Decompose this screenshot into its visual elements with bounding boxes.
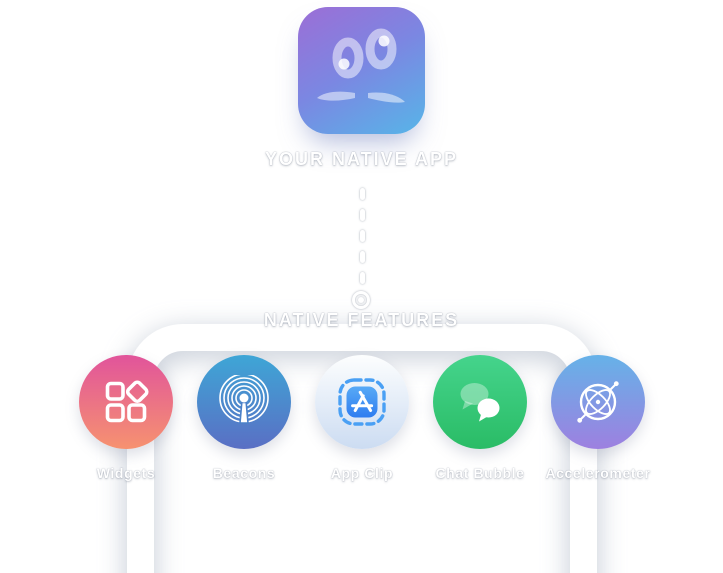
feature-label-accelerometer: Accelerometer (545, 465, 651, 481)
feature-label-chat-bubble: Chat Bubble (435, 465, 525, 481)
widgets-icon (79, 355, 173, 449)
feature-accelerometer: Accelerometer (545, 355, 650, 505)
owl-face-graphic (317, 28, 405, 103)
feature-chat-bubble: Chat Bubble (433, 355, 527, 505)
connector-ring-icon (352, 291, 370, 309)
feature-app-clip: App Clip (315, 355, 409, 505)
feature-label-app-clip: App Clip (330, 465, 394, 481)
beacon-icon (197, 355, 291, 449)
dashed-connector-line (359, 188, 365, 284)
app-clip-glyph (338, 378, 386, 426)
feature-widgets: Widgets (79, 355, 173, 505)
feature-label-widgets: Widgets (96, 465, 156, 481)
features-heading: NATIVE FEATURES (263, 310, 460, 330)
chat-bubbles-icon (433, 355, 527, 449)
feature-label-beacons: Beacons (212, 465, 276, 481)
feature-beacons: Beacons (197, 355, 291, 505)
widgets-glyph (105, 380, 149, 423)
app-clip-icon (315, 355, 409, 449)
chat-bubbles-glyph (460, 383, 500, 422)
accelerometer-glyph (577, 381, 619, 423)
accelerometer-icon (551, 355, 645, 449)
app-title: YOUR NATIVE APP (264, 149, 459, 169)
beacon-glyph (219, 375, 269, 424)
goodbarber-owl-icon (298, 7, 425, 134)
